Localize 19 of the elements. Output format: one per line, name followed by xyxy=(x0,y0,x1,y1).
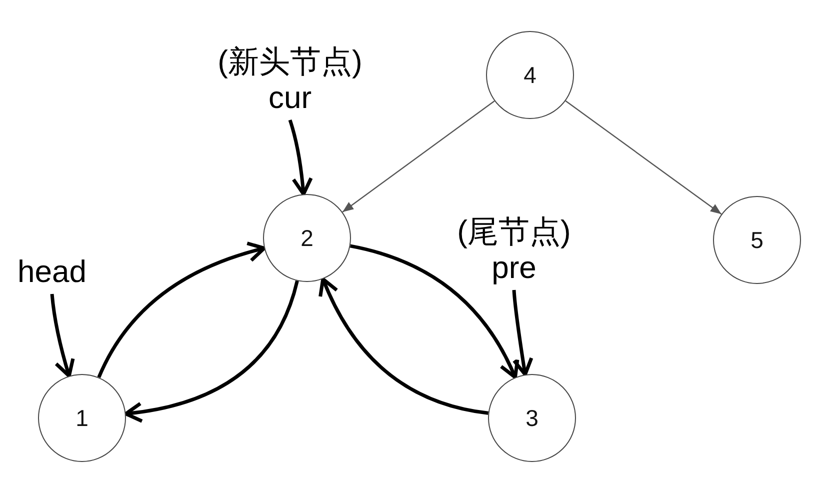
circle-node: 4 xyxy=(486,31,574,119)
pointer-label: (尾节点) xyxy=(457,214,571,250)
pointer-label: pre xyxy=(490,250,538,286)
arrow xyxy=(350,244,519,380)
circle-node: 5 xyxy=(713,196,801,284)
arrow xyxy=(319,277,489,415)
arrow xyxy=(288,119,313,196)
arrow xyxy=(50,294,75,378)
arrow xyxy=(342,100,495,213)
circle-node: 1 xyxy=(38,374,126,462)
pointer-label: head xyxy=(18,254,86,290)
circle-node: 3 xyxy=(488,374,576,462)
pointer-label: cur xyxy=(267,80,313,116)
circle-node: 2 xyxy=(263,194,351,282)
arrow xyxy=(124,280,299,422)
arrow xyxy=(565,100,722,215)
arrow xyxy=(97,242,266,378)
pointer-label: (新头节点) xyxy=(218,44,362,80)
arrow xyxy=(512,290,534,376)
